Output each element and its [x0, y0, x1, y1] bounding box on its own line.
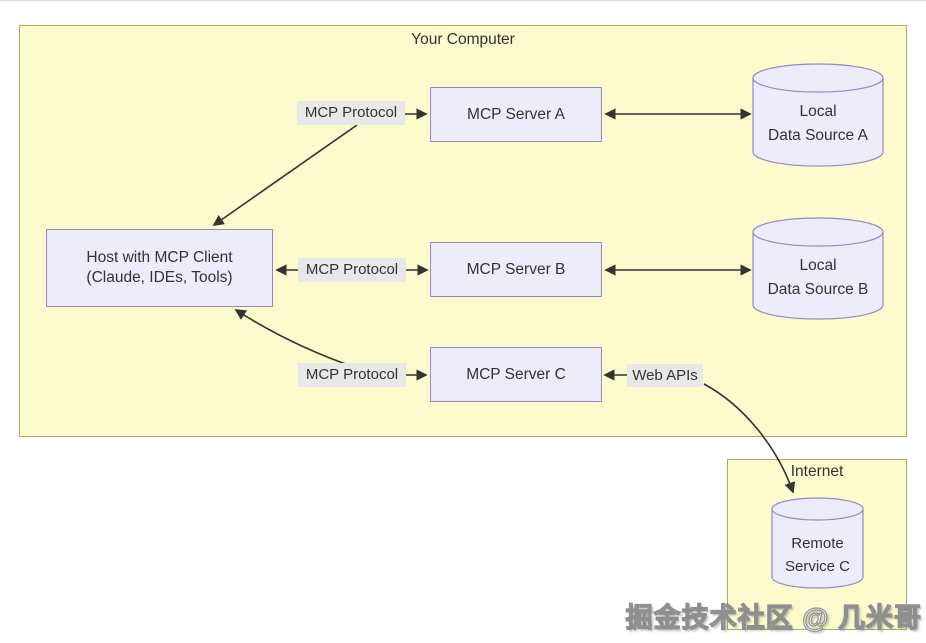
- data-source-b-line2: Data Source B: [767, 281, 869, 298]
- data-source-b-caption: Local Data Source B: [753, 254, 883, 302]
- node-mcp-server-a: MCP Server A: [430, 87, 602, 142]
- cylinder-data-source-a-top: [752, 63, 884, 93]
- host-label-line1: Host with MCP Client: [86, 249, 233, 266]
- cylinder-data-source-b: [752, 232, 884, 320]
- edge-label-mcp-protocol-b: MCP Protocol: [298, 258, 406, 282]
- cylinder-data-source-b-top: [752, 217, 884, 247]
- edge-label-mcp-protocol-a: MCP Protocol: [297, 101, 405, 125]
- data-source-b-line1: Local: [799, 257, 837, 274]
- remote-service-c-line1: Remote: [791, 535, 844, 552]
- remote-service-c-line2: Service C: [784, 558, 851, 575]
- cylinder-remote-service-c: [771, 509, 864, 589]
- edge-webapis-to-remote-c-curve: [703, 383, 796, 494]
- edge-host-to-server-a-curve: [212, 124, 358, 226]
- your-computer-group-title: Your Computer: [411, 31, 515, 48]
- watermark-text: 掘金技术社区 @ 几米哥: [625, 602, 922, 633]
- data-source-a-line1: Local: [799, 103, 837, 120]
- node-host-with-mcp-client: Host with MCP Client (Claude, IDEs, Tool…: [46, 229, 273, 307]
- cylinder-data-source-a: [752, 78, 884, 167]
- remote-service-c-caption: Remote Service C: [772, 532, 863, 578]
- cylinder-remote-service-c-top: [771, 497, 864, 521]
- data-source-a-line2: Data Source A: [768, 127, 868, 144]
- edge-host-to-server-c-curve: [234, 309, 358, 369]
- host-label-line2: (Claude, IDEs, Tools): [86, 269, 233, 286]
- node-mcp-server-c: MCP Server C: [430, 347, 602, 402]
- mcp-server-a-label: MCP Server A: [467, 105, 565, 123]
- internet-group-title: Internet: [790, 463, 844, 480]
- mcp-server-c-label: MCP Server C: [466, 365, 566, 383]
- mcp-server-b-label: MCP Server B: [466, 260, 566, 278]
- edge-label-mcp-protocol-c: MCP Protocol: [298, 363, 406, 387]
- edge-label-web-apis: Web APIs: [627, 364, 703, 387]
- data-source-a-caption: Local Data Source A: [753, 100, 883, 148]
- node-mcp-server-b: MCP Server B: [430, 242, 602, 297]
